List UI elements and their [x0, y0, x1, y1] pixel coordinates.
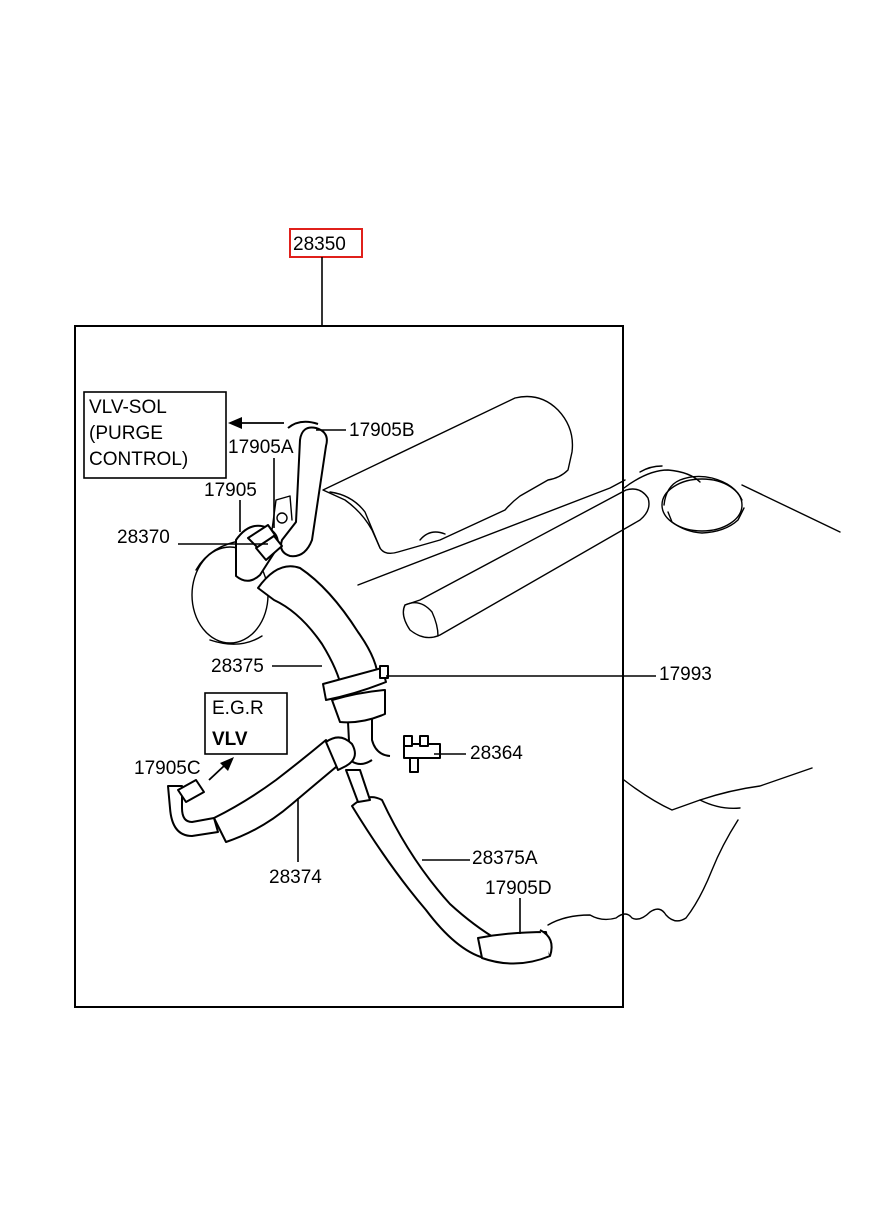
callout-17905C[interactable]: 17905C [134, 758, 201, 779]
leader-lines [178, 429, 656, 934]
hose-28375-part [257, 565, 379, 691]
egr-line-1: E.G.R [212, 698, 264, 719]
vlv-sol-line-2: (PURGE [89, 423, 163, 444]
egr-note: E.G.R VLV [204, 692, 288, 755]
engine-outline [191, 395, 841, 926]
vlv-sol-line-3: CONTROL) [89, 449, 188, 470]
hose-17905B-part [280, 420, 328, 558]
callout-17905D[interactable]: 17905D [485, 878, 552, 899]
arrow-up-right-icon [208, 757, 234, 781]
fitting-28364-part [403, 735, 441, 773]
callout-17993[interactable]: 17993 [659, 664, 712, 685]
callout-28370[interactable]: 28370 [117, 527, 170, 548]
callout-17905[interactable]: 17905 [204, 480, 257, 501]
vlv-sol-note: VLV-SOL (PURGE CONTROL) [83, 391, 227, 479]
connector-28370-part [331, 689, 391, 765]
arrow-left-icon [228, 417, 284, 429]
hose-28375A-part [345, 769, 499, 959]
assembly-callout[interactable]: 28350 [289, 228, 363, 258]
callout-17905B[interactable]: 17905B [349, 420, 415, 441]
callout-17905A[interactable]: 17905A [228, 437, 294, 458]
callout-labels: 17905B 17905A 17905 28370 28375 17993 28… [117, 420, 712, 899]
hose-17905C-part [167, 779, 219, 837]
assembly-highlight-box [289, 228, 363, 258]
callout-28375[interactable]: 28375 [211, 656, 264, 677]
callout-28375A[interactable]: 28375A [472, 848, 538, 869]
hose-17905D-part [477, 929, 553, 965]
hose-28374-part [213, 736, 356, 843]
egr-line-2: VLV [212, 729, 248, 750]
callout-28374[interactable]: 28374 [269, 867, 322, 888]
hose-28370-part [235, 524, 283, 582]
vlv-sol-line-1: VLV-SOL [89, 397, 167, 418]
assembly-frame [74, 325, 624, 1008]
assembly-part-number: 28350 [293, 234, 346, 255]
callout-28364[interactable]: 28364 [470, 743, 523, 764]
